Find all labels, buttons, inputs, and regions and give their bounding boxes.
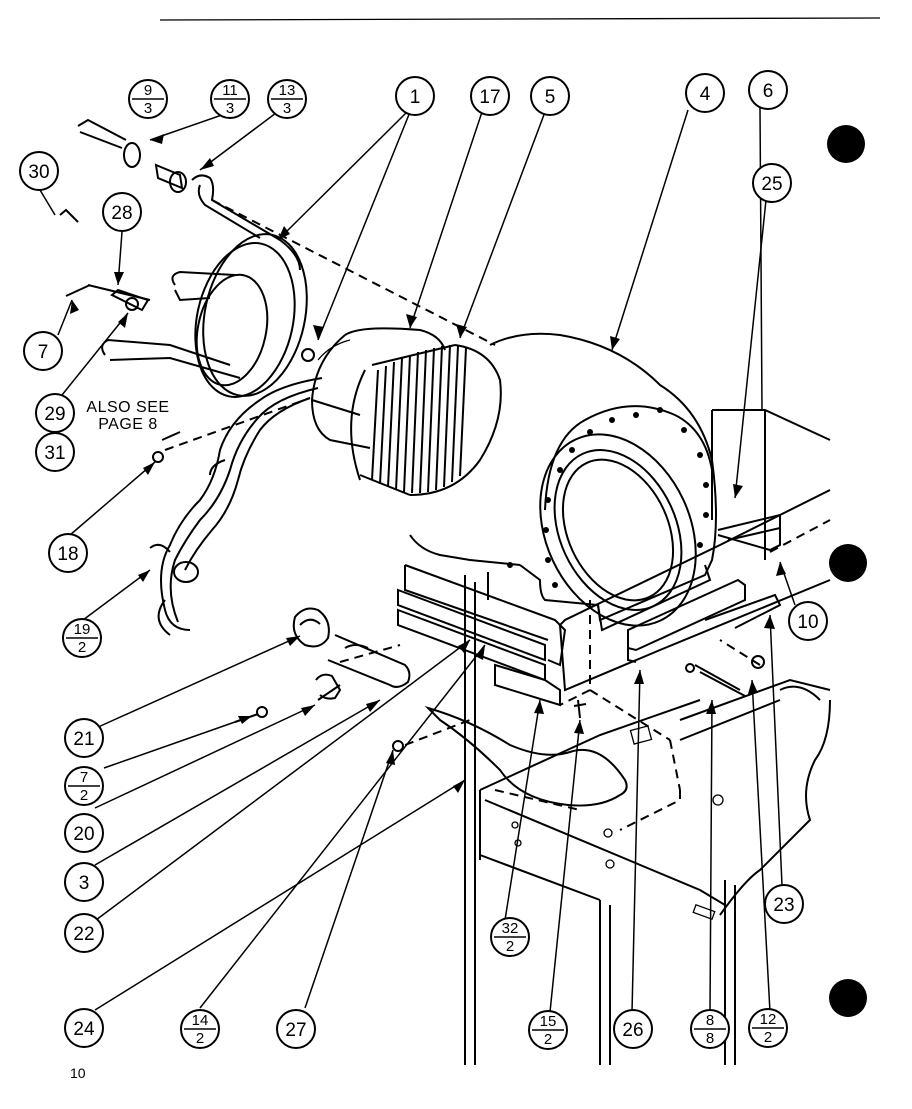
callout-25: 25: [752, 163, 792, 203]
callout-25-label: 25: [761, 174, 782, 195]
fraction-callout-8-8: 8 8: [690, 1009, 730, 1049]
callout-6-label: 6: [763, 81, 774, 102]
callout-7-label: 7: [38, 342, 49, 363]
fraction-8-top: 8: [706, 1012, 714, 1029]
callout-3-label: 3: [79, 873, 90, 894]
callout-6: 6: [748, 70, 788, 110]
callout-29: 29: [35, 393, 75, 433]
callout-21: 21: [64, 718, 104, 758]
note-line-2: PAGE 8: [98, 416, 158, 433]
callout-30: 30: [19, 151, 59, 191]
fraction-11-bottom: 3: [226, 100, 234, 117]
callout-18: 18: [48, 533, 88, 573]
callout-7: 7: [23, 331, 63, 371]
callout-20-label: 20: [73, 824, 94, 845]
fraction-13-bottom: 3: [283, 100, 291, 117]
fraction-8-bottom: 8: [706, 1030, 714, 1047]
fraction-callout-14-2: 14 2: [180, 1009, 220, 1049]
callout-24: 24: [64, 1008, 104, 1048]
callout-20: 20: [64, 813, 104, 853]
callout-4-label: 4: [700, 84, 711, 105]
fraction-32-bottom: 2: [506, 938, 514, 955]
callout-27: 27: [276, 1009, 316, 1049]
fraction-7-bottom: 2: [80, 787, 88, 804]
fraction-callout-13-3: 13 3: [267, 79, 307, 119]
callout-24-label: 24: [73, 1019, 95, 1040]
alignment-lines: [164, 199, 831, 791]
fraction-32-top: 32: [502, 920, 519, 937]
fraction-19-bottom: 2: [78, 639, 86, 656]
blower-housing: [409, 332, 717, 632]
callout-4: 4: [685, 73, 725, 113]
callout-30-label: 30: [28, 162, 49, 183]
mounting-outline: [494, 600, 681, 831]
callout-1: 1: [395, 76, 435, 116]
callout-26-label: 26: [622, 1020, 643, 1041]
callout-1-label: 1: [410, 87, 421, 108]
wire-harness: [149, 377, 323, 636]
callout-29-label: 29: [44, 404, 65, 425]
fraction-13-top: 13: [279, 82, 296, 99]
fraction-callout-19-2: 19 2: [62, 618, 102, 658]
callout-3: 3: [64, 862, 104, 902]
fraction-callout-32-2: 32 2: [490, 917, 530, 957]
fraction-14-top: 14: [192, 1012, 209, 1029]
fraction-12-top: 12: [760, 1011, 777, 1028]
callout-5-label: 5: [545, 87, 556, 108]
binder-hole-bottom: [829, 979, 867, 1017]
fraction-19-top: 19: [74, 621, 91, 638]
mounting-brackets: [397, 513, 782, 707]
callout-28-label: 28: [111, 203, 132, 224]
leader-lines: [39, 107, 796, 1013]
blower-motor: [310, 327, 446, 449]
callout-22: 22: [64, 913, 104, 953]
callout-31-label: 31: [44, 443, 65, 464]
binder-hole-top: [827, 125, 865, 163]
blower-wheel: [350, 344, 502, 496]
fraction-callout-15-2: 15 2: [528, 1010, 568, 1050]
fraction-callout-11-3: 11 3: [210, 79, 250, 119]
callout-10-label: 10: [797, 612, 818, 633]
callout-23: 23: [764, 884, 804, 924]
fraction-7-top: 7: [80, 769, 88, 786]
callout-21-label: 21: [73, 729, 94, 750]
fraction-15-bottom: 2: [544, 1031, 552, 1048]
callout-22-label: 22: [73, 924, 94, 945]
callout-31: 31: [35, 432, 75, 472]
callout-10: 10: [788, 601, 828, 641]
callout-17-label: 17: [479, 87, 500, 108]
note-line-1: ALSO SEE: [86, 399, 169, 416]
callout-17: 17: [470, 76, 510, 116]
binder-hole-middle: [829, 544, 867, 582]
fraction-callout-12-2: 12 2: [748, 1008, 788, 1048]
fraction-9-top: 9: [144, 82, 152, 99]
page-number: 10: [70, 1065, 86, 1081]
arrowheads: [70, 134, 786, 793]
fraction-14-bottom: 2: [196, 1030, 204, 1047]
fraction-callout-7-2: 7 2: [64, 766, 104, 806]
callout-18-label: 18: [57, 544, 78, 565]
scan-edge: [159, 17, 881, 21]
fraction-9-bottom: 3: [144, 100, 152, 117]
fraction-15-top: 15: [540, 1013, 557, 1030]
callout-28: 28: [102, 192, 142, 232]
cabinet-frame: [464, 409, 831, 1065]
callout-27-label: 27: [285, 1020, 306, 1041]
fraction-11-top: 11: [222, 82, 238, 99]
loose-parts: [59, 118, 765, 807]
callout-23-label: 23: [773, 895, 794, 916]
callout-5: 5: [530, 76, 570, 116]
fraction-12-bottom: 2: [764, 1029, 772, 1046]
callout-26: 26: [613, 1009, 653, 1049]
fraction-callout-9-3: 9 3: [128, 79, 168, 119]
